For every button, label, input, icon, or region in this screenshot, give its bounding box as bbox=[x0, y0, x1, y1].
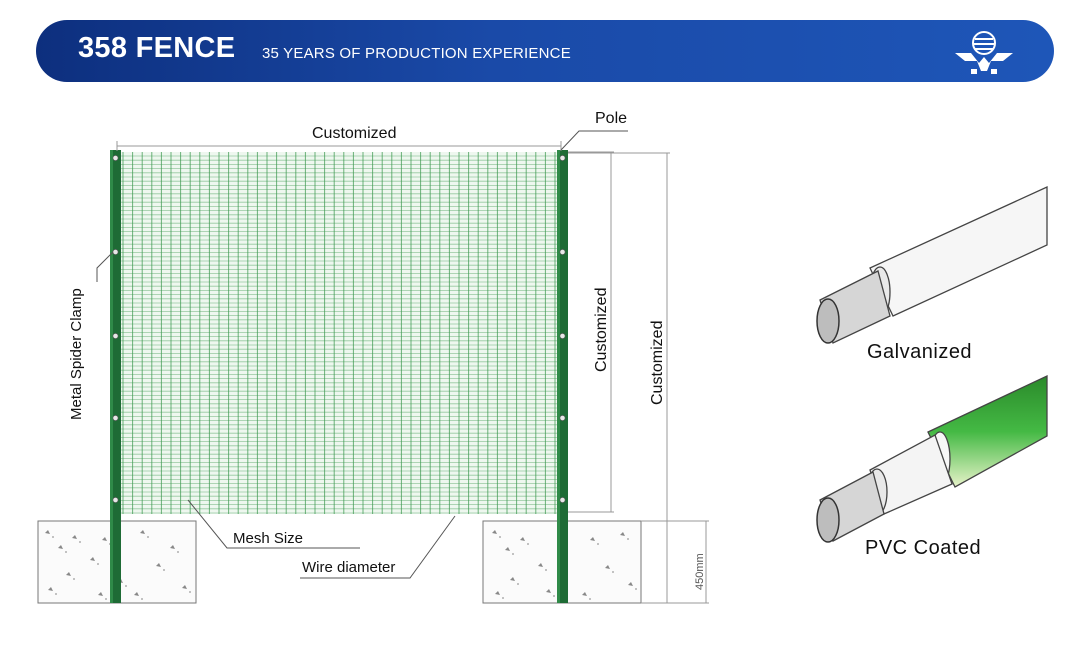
footing-depth-dimension-line bbox=[641, 520, 709, 603]
pvc-coated-label: PVC Coated bbox=[865, 537, 982, 559]
clamp-bolt bbox=[112, 249, 119, 255]
mesh-size-leader-line bbox=[187, 499, 360, 549]
panel-height-dimension-line bbox=[568, 151, 614, 513]
wire-diameter-leader-line bbox=[300, 515, 456, 579]
width-label: Customized bbox=[312, 125, 397, 142]
wire-diameter-label: Wire diameter bbox=[302, 559, 396, 576]
pvc-coated-tube-illustration bbox=[816, 374, 1048, 543]
clamp-bolt bbox=[112, 415, 119, 421]
clamp-bolt bbox=[112, 333, 119, 339]
clamp-bolt bbox=[559, 333, 566, 339]
clamp-bolt bbox=[559, 497, 566, 503]
total-height-dimension-line bbox=[568, 152, 709, 604]
clamp-bolt bbox=[112, 497, 119, 503]
mesh-size-label: Mesh Size bbox=[233, 530, 304, 547]
company-logo-icon bbox=[955, 31, 1013, 74]
galvanized-label: Galvanized bbox=[867, 341, 973, 363]
pole-leader-line bbox=[560, 130, 628, 151]
galvanized-tube-illustration bbox=[816, 185, 1048, 344]
pole-label: Pole bbox=[595, 110, 628, 127]
clamp-bolt bbox=[559, 249, 566, 255]
header-banner: 358 FENCE 35 YEARS OF PRODUCTION EXPERIE… bbox=[36, 20, 1054, 82]
clamp-bolt bbox=[112, 155, 119, 161]
brand-title: 358 FENCE bbox=[78, 32, 236, 64]
brand-tagline: 35 YEARS OF PRODUCTION EXPERIENCE bbox=[262, 45, 571, 62]
footing-depth-label: 450mm bbox=[694, 553, 706, 590]
concrete-texture bbox=[45, 530, 637, 600]
total-height-label: Customized bbox=[649, 320, 666, 405]
clamp-bolt bbox=[559, 415, 566, 421]
clamp-bolt bbox=[559, 155, 566, 161]
left-pole bbox=[110, 150, 121, 603]
clamp-leader-line bbox=[96, 251, 114, 282]
metal-spider-clamp-label: Metal Spider Clamp bbox=[68, 288, 85, 420]
mesh-panel bbox=[120, 152, 558, 514]
panel-height-label: Customized bbox=[593, 287, 610, 372]
right-pole bbox=[557, 150, 568, 603]
spider-clamps bbox=[112, 155, 566, 503]
